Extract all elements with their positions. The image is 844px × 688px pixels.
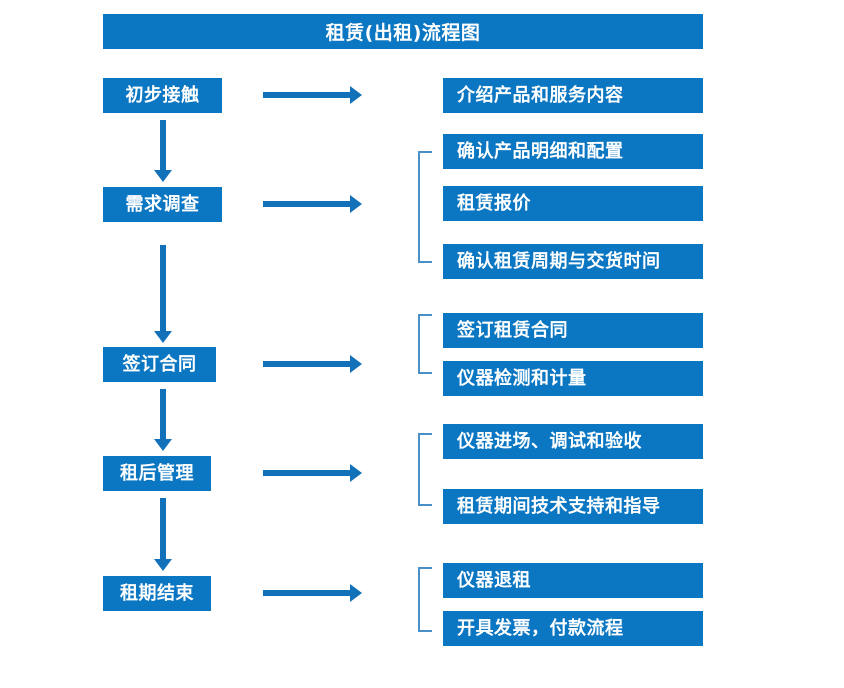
- vertical-arrow-2: [154, 245, 172, 343]
- diagram-title: 租赁(出租)流程图: [103, 14, 703, 49]
- detail-box-仪器进场调试和验收[interactable]: 仪器进场、调试和验收: [443, 424, 703, 459]
- vertical-arrow-1: [154, 120, 172, 182]
- detail-box-仪器退租[interactable]: 仪器退租: [443, 563, 703, 598]
- stage-box-租期结束[interactable]: 租期结束: [103, 576, 211, 611]
- stage-box-签订合同[interactable]: 签订合同: [103, 347, 216, 382]
- detail-box-租赁报价[interactable]: 租赁报价: [443, 186, 703, 221]
- group-bracket-租期结束: [418, 567, 432, 632]
- detail-box-开具发票付款流程[interactable]: 开具发票，付款流程: [443, 611, 703, 646]
- horizontal-arrow-2: [263, 195, 362, 213]
- detail-box-租赁期间技术支持和指导[interactable]: 租赁期间技术支持和指导: [443, 489, 703, 524]
- detail-box-签订租赁合同[interactable]: 签订租赁合同: [443, 313, 703, 348]
- horizontal-arrow-5: [263, 584, 362, 602]
- detail-box-介绍产品和服务内容[interactable]: 介绍产品和服务内容: [443, 78, 703, 113]
- detail-box-确认产品明细和配置[interactable]: 确认产品明细和配置: [443, 134, 703, 169]
- detail-box-确认租赁周期与交货时间[interactable]: 确认租赁周期与交货时间: [443, 244, 703, 279]
- stage-box-初步接触[interactable]: 初步接触: [103, 78, 222, 113]
- group-bracket-租后管理: [418, 433, 432, 506]
- stage-box-需求调查[interactable]: 需求调查: [103, 187, 222, 222]
- group-bracket-需求调查: [418, 151, 432, 263]
- horizontal-arrow-4: [263, 464, 362, 482]
- detail-box-仪器检测和计量[interactable]: 仪器检测和计量: [443, 361, 703, 396]
- group-bracket-签订合同: [418, 314, 432, 374]
- stage-box-租后管理[interactable]: 租后管理: [103, 456, 211, 491]
- horizontal-arrow-3: [263, 355, 362, 373]
- vertical-arrow-4: [154, 498, 172, 571]
- horizontal-arrow-1: [263, 86, 362, 104]
- vertical-arrow-3: [154, 389, 172, 451]
